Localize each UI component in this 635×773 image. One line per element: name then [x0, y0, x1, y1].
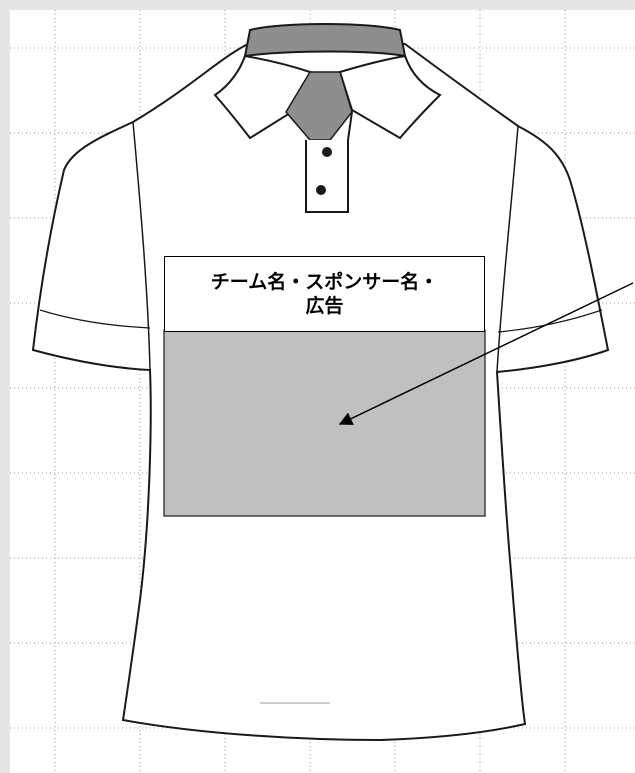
placket [305, 140, 349, 213]
right-cuff [497, 309, 603, 333]
right-sleeve-seam [496, 125, 519, 373]
label-line-1: チーム名・スポンサー名・ [210, 271, 439, 293]
placket-right-collar [347, 111, 353, 141]
print-area [163, 329, 486, 517]
left-sleeve-seam [132, 121, 151, 371]
left-cuff [39, 309, 151, 329]
print-area-label: チーム名・スポンサー名・ 広告 [164, 256, 485, 332]
collar-band [243, 23, 407, 58]
button-top [322, 147, 332, 157]
arrow-icon [338, 282, 634, 425]
label-line-2: 広告 [305, 295, 344, 317]
right-collar [338, 54, 442, 140]
left-collar [213, 54, 312, 140]
button-bottom [316, 185, 326, 195]
